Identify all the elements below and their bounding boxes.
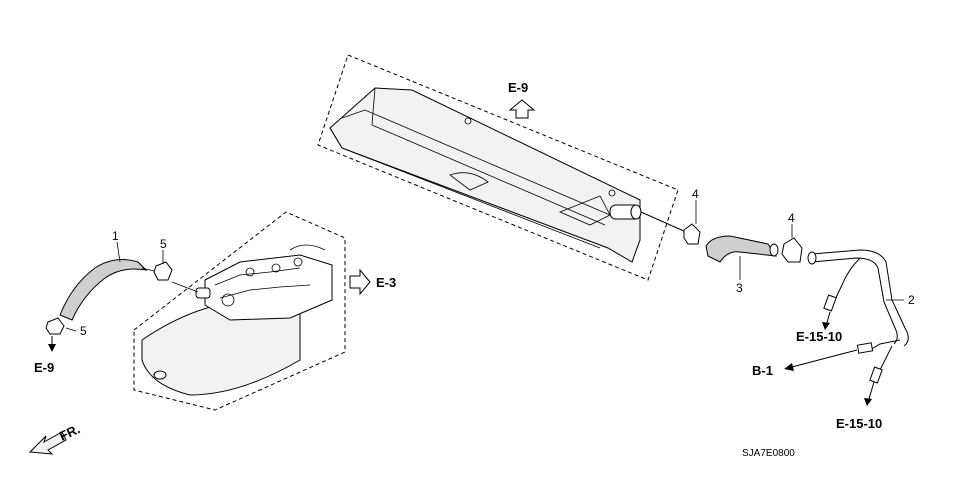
part-number-5-upper: 5 [160, 237, 167, 251]
clamp-5-upper [153, 250, 173, 281]
ref-e3-label: E-3 [376, 275, 396, 290]
arrow-down-icon [822, 322, 830, 330]
ref-e15-10-lower[interactable]: E-15-10 [836, 416, 882, 431]
clamp-4-right [781, 224, 803, 263]
part-number-5-lower: 5 [80, 324, 87, 338]
front-label: FR. [57, 421, 82, 443]
part-number-2: 2 [908, 293, 915, 307]
breather-hose-1 [59, 259, 199, 321]
diagram-code: SJA7E0800 [742, 448, 795, 459]
ref-e9-top[interactable]: E-9 [508, 80, 536, 119]
part-number-4-left: 4 [692, 187, 699, 201]
part-number-4-right: 4 [788, 211, 795, 225]
intake-manifold-group [133, 211, 346, 411]
front-direction-marker: FR. [28, 421, 82, 455]
ref-e3[interactable]: E-3 [349, 268, 396, 296]
head-cover-group [317, 54, 687, 281]
part-number-3: 3 [736, 281, 743, 295]
arrow-left-icon [784, 363, 794, 371]
pcv-pipe-2 [807, 249, 909, 384]
pcv-hose-3 [705, 235, 779, 280]
arrow-down-icon [48, 344, 56, 352]
clamp-5-lower [45, 317, 77, 352]
arrow-right-icon [349, 268, 371, 296]
clamp-4-left [683, 200, 701, 245]
part-number-1: 1 [112, 229, 119, 243]
ref-b1[interactable]: B-1 [752, 363, 773, 378]
ref-e9-top-label: E-9 [508, 80, 528, 95]
arrow-up-icon [508, 99, 536, 119]
ref-e15-10-upper[interactable]: E-15-10 [796, 329, 842, 344]
arrow-down-icon [864, 398, 872, 406]
ref-e9-left[interactable]: E-9 [34, 360, 54, 375]
front-arrow-icon [28, 431, 67, 455]
